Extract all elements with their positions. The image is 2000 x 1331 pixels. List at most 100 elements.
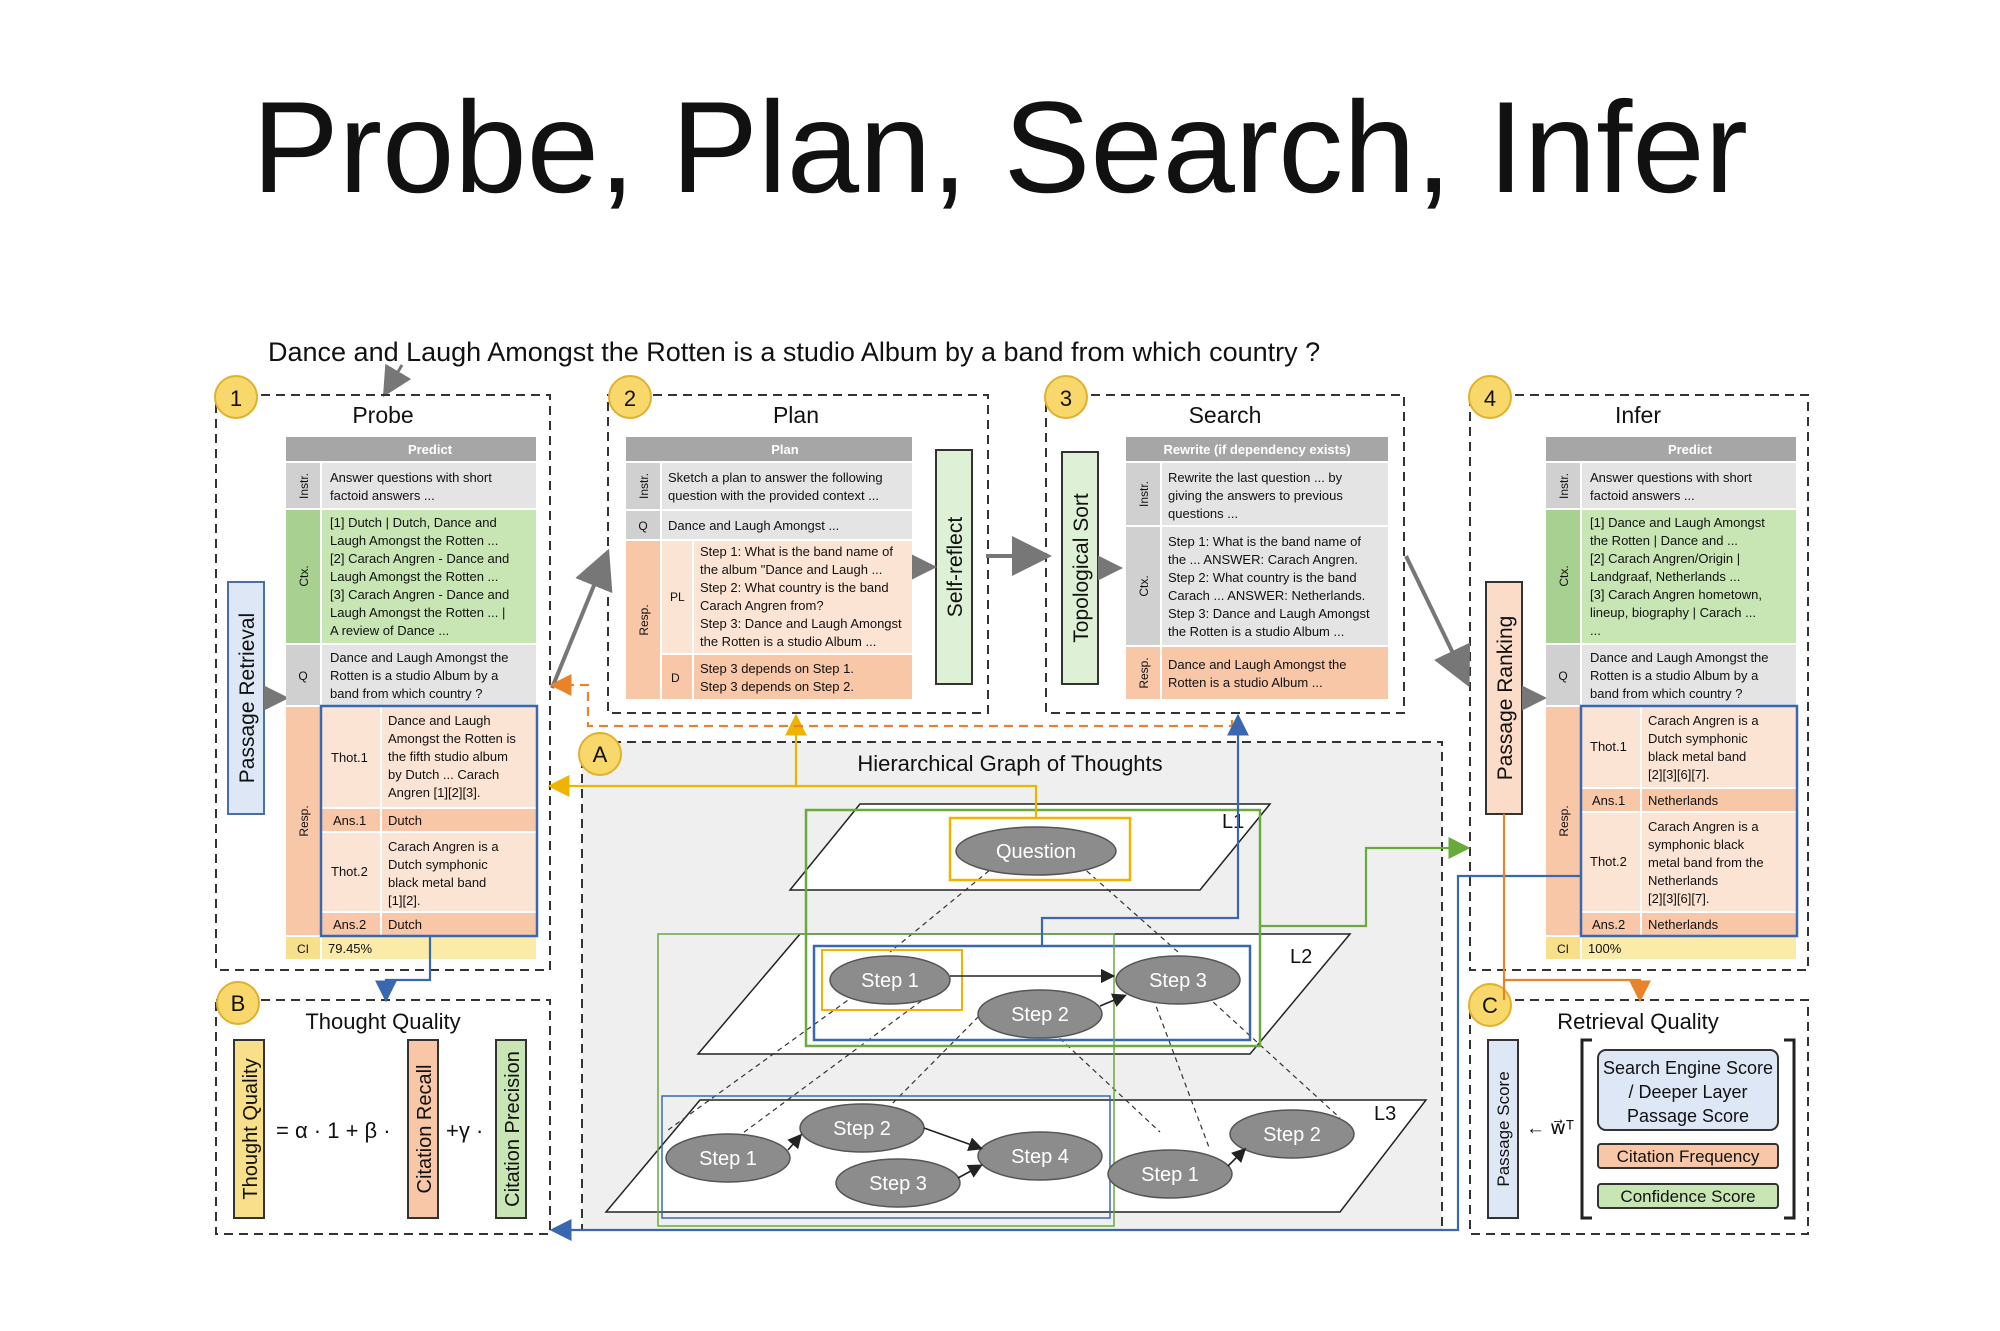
svg-text:Carach Angren is a: Carach Angren is a [1648,713,1759,728]
passage-retrieval-label: Passage Retrieval [236,613,259,783]
self-reflect-box: Self-reflect [935,449,973,685]
retrieval-quality-title: Retrieval Quality [1557,1009,1718,1034]
svg-text:CI: CI [1557,942,1569,956]
node-question: Question [996,841,1076,863]
svg-text:Dance and Laugh Amongst the: Dance and Laugh Amongst the [1168,657,1347,672]
svg-text:Ctx.: Ctx. [1557,565,1571,586]
svg-text:100%: 100% [1588,941,1622,956]
svg-text:Instr.: Instr. [1137,481,1151,507]
probe-title: Probe [352,402,413,428]
svg-text:Dutch: Dutch [388,917,422,932]
term-search-engine-score: Search Engine Score [1603,1058,1773,1078]
plan-title: Plan [773,402,819,428]
svg-text:Q: Q [298,669,307,683]
svg-text:Q: Q [1558,669,1567,683]
svg-text:Rotten is a studio Album by a: Rotten is a studio Album by a [330,668,499,683]
svg-text:the ... ANSWER: Carach Angren.: the ... ANSWER: Carach Angren. [1168,552,1358,567]
svg-text:Instr.: Instr. [297,473,311,499]
svg-text:giving the answers to previous: giving the answers to previous [1168,488,1343,503]
node-l3-step1: Step 1 [699,1148,757,1170]
svg-text:A review of Dance ...: A review of Dance ... [330,623,449,638]
thought-quality-lhs: Thought Quality [240,1058,262,1199]
svg-text:Plan: Plan [771,442,799,457]
svg-text:Thot.1: Thot.1 [1590,739,1627,754]
probe-header: Predict [408,442,453,457]
svg-text:Dutch: Dutch [388,813,422,828]
svg-text:Thot.2: Thot.2 [331,864,368,879]
svg-text:the Rotten is a studio Album .: the Rotten is a studio Album ... [700,634,876,649]
svg-text:questions ...: questions ... [1168,506,1238,521]
svg-text:Carach ... ANSWER: Netherlands: Carach ... ANSWER: Netherlands. [1168,588,1365,603]
level-l3: L3 [1374,1103,1396,1125]
node-l3r-step1: Step 1 [1141,1164,1199,1186]
svg-text:...: ... [1590,623,1601,638]
svg-text:factoid answers ...: factoid answers ... [330,488,435,503]
svg-text:Step 3 depends on Step 2.: Step 3 depends on Step 2. [700,679,854,694]
svg-text:79.45%: 79.45% [328,941,373,956]
citation-recall-term: Citation Recall [414,1065,436,1194]
svg-text:band from which country ?: band from which country ? [1590,686,1742,701]
svg-text:A: A [593,742,608,767]
node-l2-step2: Step 2 [1011,1004,1069,1026]
node-l3-step2: Step 2 [833,1118,891,1140]
svg-text:black metal band: black metal band [388,875,486,890]
self-reflect-label: Self-reflect [944,517,967,618]
svg-text:Step 3 depends on Step 1.: Step 3 depends on Step 1. [700,661,854,676]
svg-text:Angren [1][2][3].: Angren [1][2][3]. [388,785,481,800]
svg-text:Ans.2: Ans.2 [333,917,366,932]
svg-text:Carach Angren is a: Carach Angren is a [388,839,499,854]
svg-text:Netherlands: Netherlands [1648,873,1719,888]
svg-text:[2] Carach Angren/Origin |: [2] Carach Angren/Origin | [1590,551,1740,566]
search-title: Search [1189,402,1262,428]
svg-text:Dutch symphonic: Dutch symphonic [388,857,488,872]
badge-infer: 4 [1468,375,1512,419]
badge-thought-quality: B [216,981,260,1025]
svg-text:Laugh Amongst the Rotten ...: Laugh Amongst the Rotten ... [330,569,498,584]
search-table: Rewrite (if dependency exists) Instr. Re… [1126,437,1388,699]
svg-text:Instr.: Instr. [1557,473,1571,499]
svg-text:Ans.2: Ans.2 [1592,917,1625,932]
svg-text:Step 3: Dance and Laugh Amongs: Step 3: Dance and Laugh Amongst [700,616,902,631]
badge-probe: 1 [214,375,258,419]
svg-text:3: 3 [1060,386,1072,411]
graph-title: Hierarchical Graph of Thoughts [857,751,1162,776]
node-l2-step3: Step 3 [1149,970,1207,992]
svg-text:band from which country ?: band from which country ? [330,686,482,701]
svg-text:C: C [1482,993,1498,1018]
svg-text:Step 1: What is the band name: Step 1: What is the band name of [1168,534,1361,549]
probe-table: Predict Instr. Answer questions with sho… [286,437,539,959]
svg-text:Q: Q [638,519,647,533]
page-title: Probe, Plan, Search, Infer [252,74,1748,220]
badge-graph: A [578,732,622,776]
topological-sort-label: Topological Sort [1070,493,1093,643]
svg-text:Rewrite (if dependency exists): Rewrite (if dependency exists) [1163,442,1350,457]
group-gold-question [948,816,1132,882]
svg-text:4: 4 [1484,386,1496,411]
group-green-l1 [804,808,1262,1048]
svg-text:Step 2: What country is the ba: Step 2: What country is the band [1168,570,1357,585]
svg-text:the fifth studio album: the fifth studio album [388,749,508,764]
group-blue-l2 [812,944,1252,1042]
svg-text:lineup, biography | Carach ...: lineup, biography | Carach ... [1590,605,1756,620]
svg-text:Dance and Laugh Amongst the: Dance and Laugh Amongst the [1590,650,1769,665]
svg-text:Netherlands: Netherlands [1648,917,1719,932]
passage-retrieval-box: Passage Retrieval [227,581,265,815]
hierarchical-graph: L1 L2 L3 Question Step 1 Step 2 Step 3 S… [604,803,1428,1227]
retrieval-quality-formula: Passage Score ← w⃗ᵀ · Search Engine Scor… [1487,1038,1796,1220]
svg-text:Carach Angren from?: Carach Angren from? [700,598,824,613]
formula-part-1: = α · 1 + β · [276,1118,391,1143]
svg-text:Step 1: What is the band name: Step 1: What is the band name of [700,544,893,559]
svg-text:[2][3][6][7].: [2][3][6][7]. [1648,891,1709,906]
svg-text:black metal band: black metal band [1648,749,1746,764]
svg-text:Dance and Laugh Amongst ...: Dance and Laugh Amongst ... [668,518,839,533]
svg-text:Dutch symphonic: Dutch symphonic [1648,731,1748,746]
svg-text:[1] Dance and Laugh Amongst: [1] Dance and Laugh Amongst [1590,515,1765,530]
svg-text:/ Deeper Layer: / Deeper Layer [1628,1082,1747,1102]
badge-retrieval-quality: C [1468,983,1512,1027]
svg-text:[3] Carach Angren - Dance and: [3] Carach Angren - Dance and [330,587,509,602]
retrieval-formula-op: ← w⃗ᵀ · [1526,1118,1586,1139]
svg-text:B: B [231,991,246,1016]
svg-text:question with the provided con: question with the provided context ... [668,488,879,503]
term-citation-frequency: Citation Frequency [1617,1147,1760,1166]
svg-text:Sketch a plan to answer the fo: Sketch a plan to answer the following [668,470,883,485]
